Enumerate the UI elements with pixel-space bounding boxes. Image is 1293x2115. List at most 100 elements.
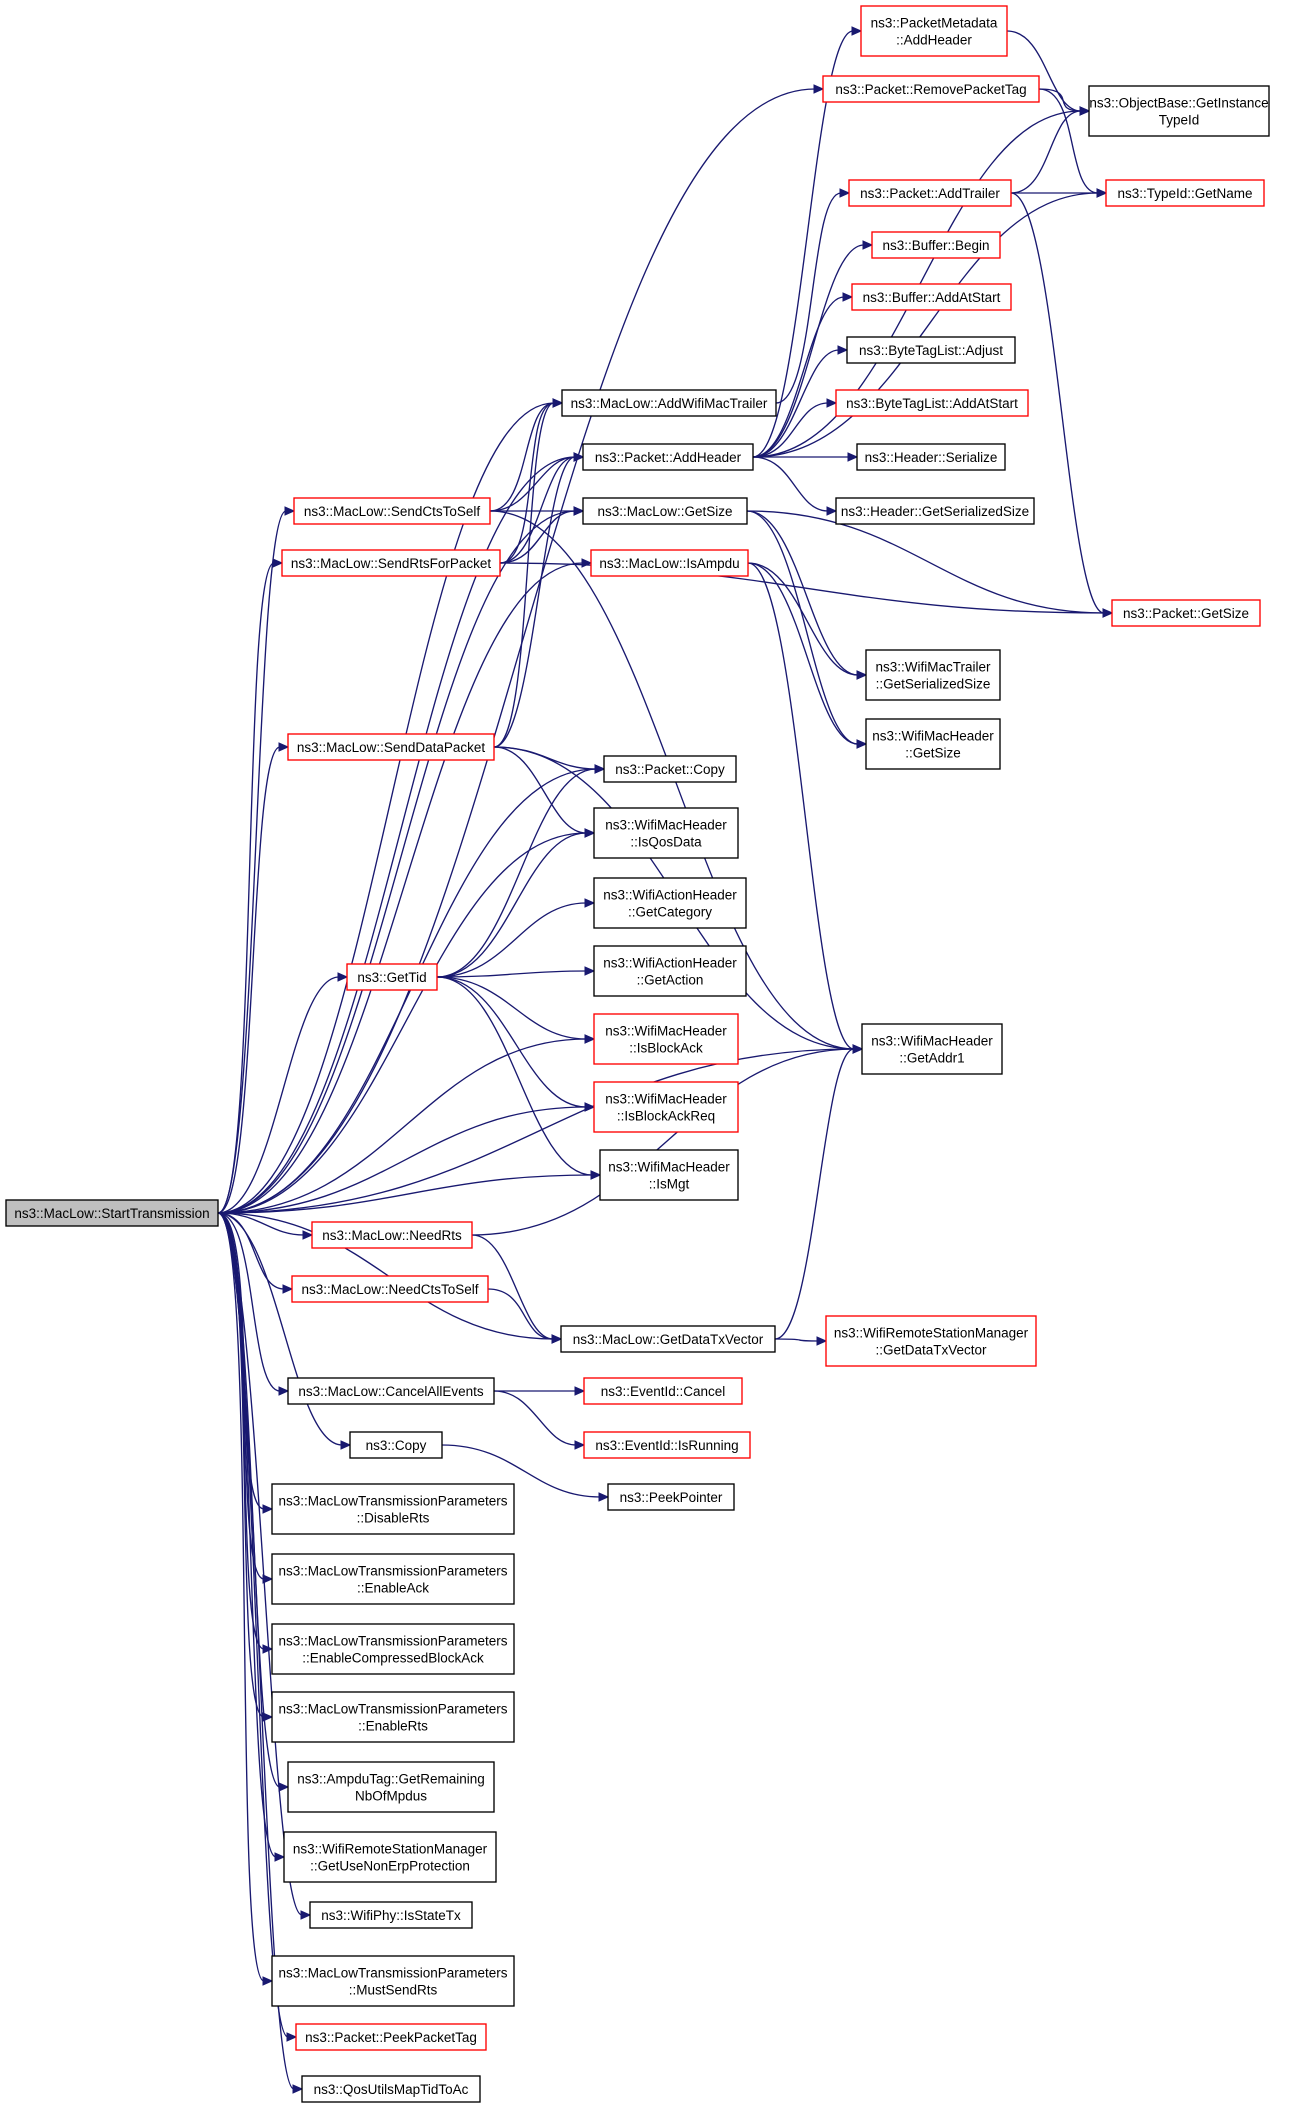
- node-label: ns3::MacLowTransmissionParameters: [278, 1634, 507, 1649]
- node-mltp_mustsendrts[interactable]: ns3::MacLowTransmissionParameters::MustS…: [271, 1955, 515, 2007]
- node-wmh_isqosdata[interactable]: ns3::WifiMacHeader::IsQosData: [593, 807, 739, 859]
- node-label: ns3::MacLow::StartTransmission: [14, 1206, 209, 1221]
- node-pkt_removetag[interactable]: ns3::Packet::RemovePacketTag: [822, 75, 1040, 103]
- arrowhead-ml_cancelallevents: [278, 1386, 290, 1396]
- node-ml_senddatapacket[interactable]: ns3::MacLow::SendDataPacket: [287, 733, 495, 761]
- call-edge-start-to-gettid: [217, 976, 340, 1214]
- node-btl_adjust[interactable]: ns3::ByteTagList::Adjust: [846, 336, 1016, 364]
- call-edge-ml_getsize-to-pkt_getsize: [746, 510, 1105, 614]
- arrowhead-pkt_addheader: [573, 452, 585, 462]
- node-typeid_getname[interactable]: ns3::TypeId::GetName: [1105, 179, 1265, 207]
- node-wah_getcategory[interactable]: ns3::WifiActionHeader::GetCategory: [593, 877, 747, 929]
- node-box: [271, 1691, 515, 1743]
- call-edge-copy-to-peekpointer: [441, 1444, 601, 1498]
- call-edge-pkt_addheader-to-btl_adjust: [752, 349, 840, 458]
- node-ml_getsize[interactable]: ns3::MacLow::GetSize: [582, 497, 748, 525]
- node-ml_cancelallevents[interactable]: ns3::MacLow::CancelAllEvents: [287, 1377, 495, 1405]
- node-box: [835, 497, 1035, 525]
- node-ml_isampdu[interactable]: ns3::MacLow::IsAmpdu: [590, 549, 749, 577]
- node-label: ns3::EventId::Cancel: [601, 1384, 726, 1399]
- node-box: [295, 2023, 487, 2051]
- node-ml_sendrtsforpacket[interactable]: ns3::MacLow::SendRtsForPacket: [281, 549, 501, 577]
- arrowhead-wmh_isblockack: [584, 1034, 596, 1044]
- node-mltp_enableack[interactable]: ns3::MacLowTransmissionParameters::Enabl…: [271, 1553, 515, 1605]
- node-pkt_peekpackettag[interactable]: ns3::Packet::PeekPacketTag: [295, 2023, 487, 2051]
- node-copy[interactable]: ns3::Copy: [349, 1431, 443, 1459]
- node-label: ns3::Packet::RemovePacketTag: [835, 82, 1026, 97]
- node-box: [287, 1761, 495, 1813]
- arrowhead-pm_addheader: [851, 26, 863, 36]
- call-edge-pm_addheader-to-objbase_gettid: [1006, 30, 1082, 112]
- node-hdr_serialize[interactable]: ns3::Header::Serialize: [856, 443, 1006, 471]
- node-label: ::GetSerializedSize: [876, 677, 991, 692]
- node-ml_needrts[interactable]: ns3::MacLow::NeedRts: [311, 1221, 473, 1249]
- node-ml_addwifimactrailer[interactable]: ns3::MacLow::AddWifiMacTrailer: [561, 389, 777, 417]
- node-label: ns3::Packet::AddTrailer: [860, 186, 1000, 201]
- node-ml_needctstoself[interactable]: ns3::MacLow::NeedCtsToSelf: [291, 1275, 489, 1303]
- node-btl_addatstart[interactable]: ns3::ByteTagList::AddAtStart: [835, 389, 1029, 417]
- node-label: ::AddHeader: [896, 33, 972, 48]
- node-wmh_getaddr1[interactable]: ns3::WifiMacHeader::GetAddr1: [861, 1023, 1003, 1075]
- node-mltp_enablerts[interactable]: ns3::MacLowTransmissionParameters::Enabl…: [271, 1691, 515, 1743]
- call-edge-gettid-to-wah_getcategory: [436, 902, 587, 978]
- arrowhead-btl_adjust: [837, 345, 849, 355]
- call-edge-ml_needrts-to-ml_getdatatxvector: [471, 1234, 554, 1340]
- node-wmh_isblockackreq[interactable]: ns3::WifiMacHeader::IsBlockAckReq: [593, 1081, 739, 1133]
- node-label: ns3::PeekPointer: [620, 1490, 723, 1505]
- node-pkt_addheader[interactable]: ns3::Packet::AddHeader: [582, 443, 754, 471]
- node-eid_isrunning[interactable]: ns3::EventId::IsRunning: [583, 1431, 751, 1459]
- node-pkt_getsize[interactable]: ns3::Packet::GetSize: [1111, 599, 1261, 627]
- node-label: TypeId: [1159, 113, 1200, 128]
- node-wmt_getserializedsize[interactable]: ns3::WifiMacTrailer::GetSerializedSize: [865, 649, 1001, 701]
- node-wah_getaction[interactable]: ns3::WifiActionHeader::GetAction: [593, 945, 747, 997]
- arrowhead-mltp_enablerts: [262, 1712, 274, 1722]
- node-label: ns3::WifiMacHeader: [871, 1034, 993, 1049]
- node-pkt_copy[interactable]: ns3::Packet::Copy: [603, 755, 737, 783]
- node-wmh_ismgt[interactable]: ns3::WifiMacHeader::IsMgt: [599, 1149, 739, 1201]
- arrowhead-pkt_addtrailer: [839, 188, 851, 198]
- arrowhead-mltp_enableack: [262, 1574, 274, 1584]
- node-ml_getdatatxvector[interactable]: ns3::MacLow::GetDataTxVector: [560, 1325, 776, 1353]
- call-edge-gettid-to-wmh_isblockackreq: [436, 976, 587, 1108]
- node-wrsm_getusenonerp[interactable]: ns3::WifiRemoteStationManager::GetUseNon…: [283, 1831, 497, 1883]
- node-box: [271, 1483, 515, 1535]
- node-box: [346, 963, 438, 991]
- node-pm_addheader[interactable]: ns3::PacketMetadata::AddHeader: [860, 5, 1008, 57]
- node-box: [287, 733, 495, 761]
- node-wmh_isblockack[interactable]: ns3::WifiMacHeader::IsBlockAck: [593, 1013, 739, 1065]
- node-wmh_getsize[interactable]: ns3::WifiMacHeader::GetSize: [865, 718, 1001, 770]
- node-eid_cancel[interactable]: ns3::EventId::Cancel: [583, 1377, 743, 1405]
- node-buf_addatstart[interactable]: ns3::Buffer::AddAtStart: [851, 283, 1012, 311]
- call-edge-start-to-ml_isampdu: [217, 562, 584, 1214]
- call-edge-ml_getdatatxvector-to-wrsm_getdatatxvector: [774, 1338, 819, 1342]
- node-ml_sendctstoself[interactable]: ns3::MacLow::SendCtsToSelf: [293, 497, 491, 525]
- call-edge-start-to-copy: [217, 1212, 343, 1446]
- node-pkt_addtrailer[interactable]: ns3::Packet::AddTrailer: [848, 179, 1012, 207]
- call-edge-gettid-to-wah_getaction: [436, 970, 587, 978]
- node-label: ns3::Packet::GetSize: [1123, 606, 1249, 621]
- node-label: ns3::Packet::AddHeader: [595, 450, 742, 465]
- node-label: ns3::MacLow::NeedRts: [322, 1228, 462, 1243]
- arrowhead-buf_addatstart: [842, 292, 854, 302]
- node-peekpointer[interactable]: ns3::PeekPointer: [607, 1483, 735, 1511]
- node-label: ::GetCategory: [628, 905, 712, 920]
- arrowhead-wah_getcategory: [584, 898, 596, 908]
- node-box: [851, 283, 1012, 311]
- node-gettid[interactable]: ns3::GetTid: [346, 963, 438, 991]
- node-start[interactable]: ns3::MacLow::StartTransmission: [5, 1199, 219, 1227]
- arrowhead-pkt_getsize: [1102, 608, 1114, 618]
- call-edge-start-to-qos_maptidtoac: [217, 1212, 295, 2090]
- node-hdr_getserializedsize[interactable]: ns3::Header::GetSerializedSize: [835, 497, 1035, 525]
- node-label: ns3::WifiMacHeader: [608, 1160, 730, 1175]
- arrowhead-ampdutag_getremaining: [278, 1782, 290, 1792]
- node-wrsm_getdatatxvector[interactable]: ns3::WifiRemoteStationManager::GetDataTx…: [825, 1315, 1037, 1367]
- node-mltp_enablecba[interactable]: ns3::MacLowTransmissionParameters::Enabl…: [271, 1623, 515, 1675]
- node-mltp_disablerts[interactable]: ns3::MacLowTransmissionParameters::Disab…: [271, 1483, 515, 1535]
- node-buf_begin[interactable]: ns3::Buffer::Begin: [871, 231, 1001, 259]
- node-box: [593, 807, 739, 859]
- node-wifiphy_isstatetx[interactable]: ns3::WifiPhy::IsStateTx: [309, 1901, 473, 1929]
- node-label: ::IsMgt: [649, 1177, 690, 1192]
- node-qos_maptidtoac[interactable]: ns3::QosUtilsMapTidToAc: [301, 2075, 481, 2103]
